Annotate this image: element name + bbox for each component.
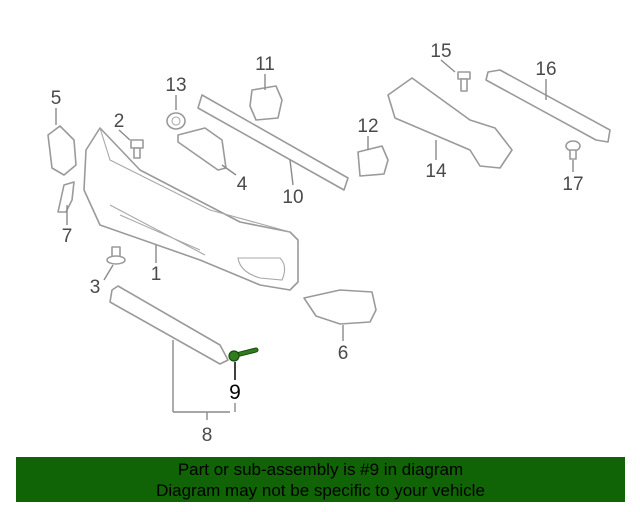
callout-labels: 1 2 3 4 5 6 7 8 9 10 11 12 13 14 15 16 1… bbox=[51, 41, 584, 446]
callout-15[interactable]: 15 bbox=[430, 41, 451, 62]
part-2-clip[interactable] bbox=[130, 139, 144, 159]
leader-lines bbox=[55, 59, 574, 420]
callout-3[interactable]: 3 bbox=[90, 277, 101, 298]
callout-17[interactable]: 17 bbox=[562, 174, 583, 195]
callout-4[interactable]: 4 bbox=[237, 174, 248, 195]
callout-12[interactable]: 12 bbox=[357, 116, 378, 137]
callout-7[interactable]: 7 bbox=[62, 226, 73, 247]
callout-14[interactable]: 14 bbox=[425, 161, 447, 182]
part-12[interactable] bbox=[357, 145, 389, 177]
part-11[interactable] bbox=[249, 85, 283, 121]
callout-2[interactable]: 2 bbox=[114, 111, 125, 132]
part-7[interactable] bbox=[57, 181, 75, 213]
part-bumper-cover[interactable] bbox=[83, 127, 299, 291]
banner-line-disclaimer: Diagram may not be specific to your vehi… bbox=[156, 481, 485, 500]
part-14-frame[interactable] bbox=[387, 77, 513, 169]
callout-8[interactable]: 8 bbox=[202, 425, 213, 446]
part-5[interactable] bbox=[47, 125, 77, 176]
callout-1[interactable]: 1 bbox=[151, 264, 162, 285]
callout-10[interactable]: 10 bbox=[282, 187, 303, 208]
part-9-bolt-highlighted[interactable] bbox=[228, 347, 259, 362]
part-3-bolt[interactable] bbox=[106, 246, 126, 265]
callout-9[interactable]: 9 bbox=[229, 381, 241, 404]
callout-6[interactable]: 6 bbox=[338, 343, 349, 364]
part-10-reinforcement[interactable] bbox=[197, 94, 349, 191]
callout-11[interactable]: 11 bbox=[255, 54, 275, 75]
part-8-lower-spoiler[interactable] bbox=[109, 285, 229, 365]
part-info-banner: Part or sub-assembly is #9 in diagram Di… bbox=[16, 457, 625, 502]
part-16[interactable] bbox=[485, 69, 611, 143]
part-13[interactable] bbox=[166, 112, 186, 130]
banner-line-part: Part or sub-assembly is #9 in diagram bbox=[177, 460, 464, 479]
callout-16[interactable]: 16 bbox=[535, 59, 556, 80]
part-15-clip[interactable] bbox=[457, 71, 471, 92]
part-17-clip[interactable] bbox=[565, 140, 581, 160]
callout-5[interactable]: 5 bbox=[51, 88, 62, 109]
part-6[interactable] bbox=[303, 289, 377, 325]
callout-13[interactable]: 13 bbox=[165, 75, 186, 96]
part-4[interactable] bbox=[177, 127, 227, 171]
